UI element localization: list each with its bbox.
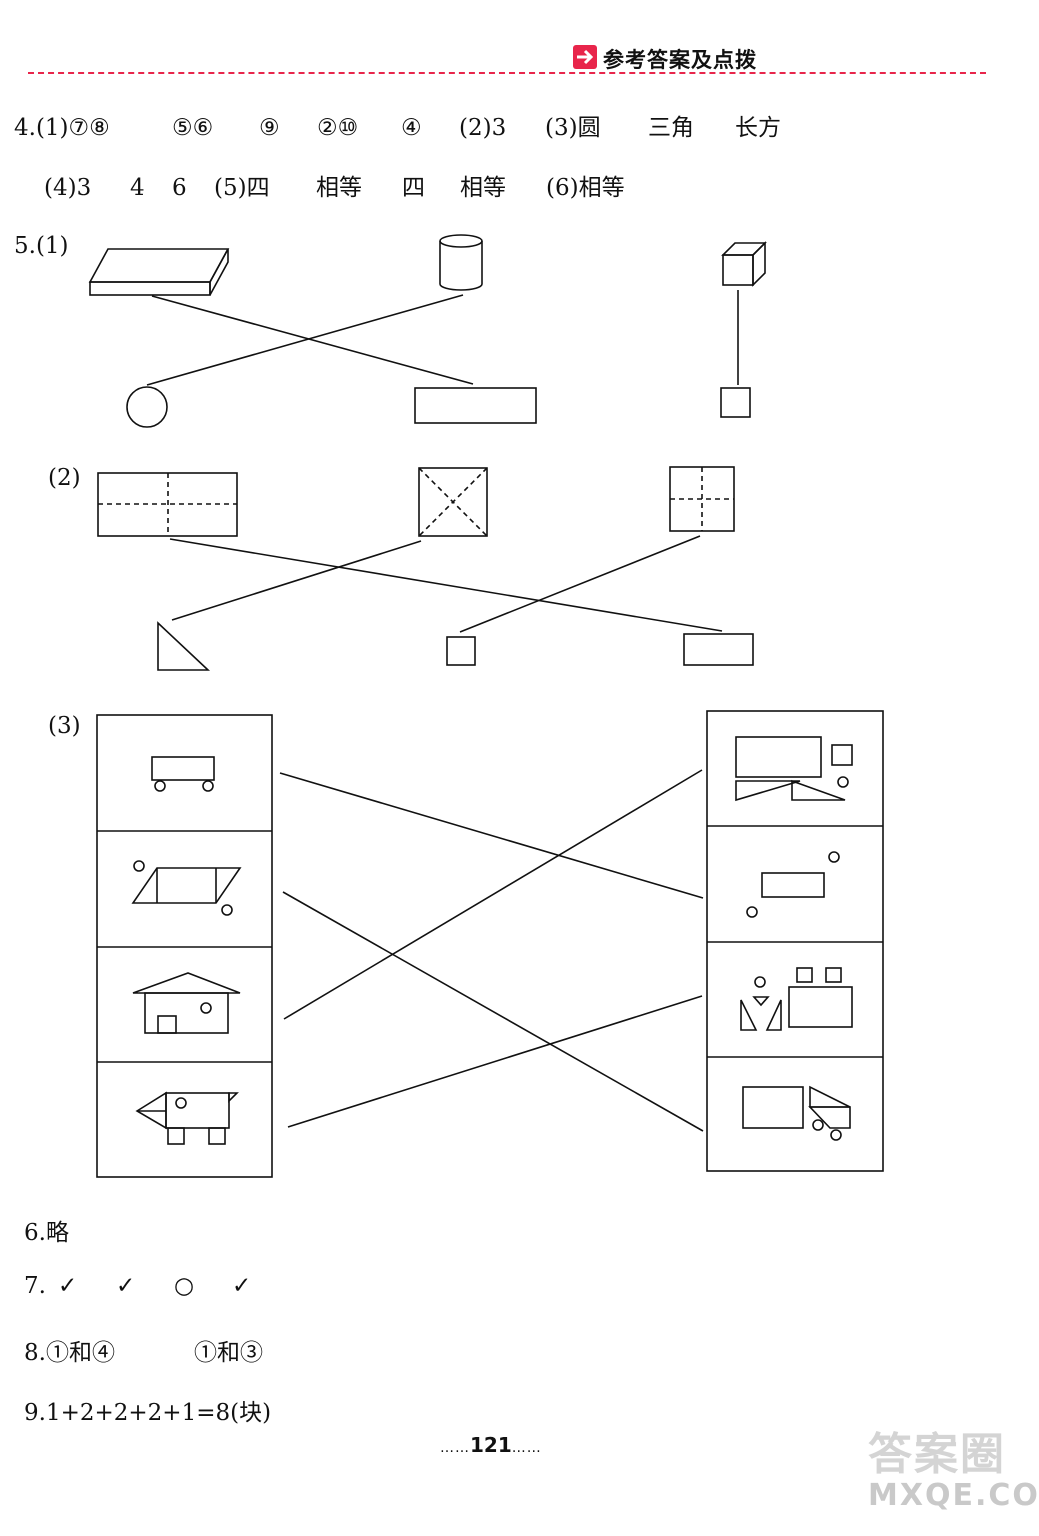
q9-answer: 9.1+2+2+2+1=8(块) <box>24 1400 272 1426</box>
small-square-shape <box>446 636 476 666</box>
watermark-site: MXQE.COM <box>868 1478 1039 1513</box>
small-rectangle-shape <box>683 633 754 666</box>
q4-item: 长方 <box>735 115 781 141</box>
parts-set-3 <box>740 967 853 1031</box>
parts-set-1 <box>735 736 853 802</box>
q6-answer: 6.略 <box>24 1220 69 1246</box>
q4-item: 相等 <box>316 175 362 201</box>
q4-item: ⑨ <box>259 115 280 141</box>
pig-picture <box>135 1091 239 1145</box>
q5-sub3-label: (3) <box>48 713 81 739</box>
cuboid-slab-figure <box>88 248 230 296</box>
q8-label: 8. <box>24 1340 46 1366</box>
q4-item: 相等 <box>460 175 506 201</box>
q4-item: (2)3 <box>459 115 507 141</box>
q7-mark: ✓ <box>58 1273 78 1299</box>
q4-item: (3)圆 <box>545 115 601 141</box>
q7-mark: ✓ <box>232 1273 252 1299</box>
q4-item: 四 <box>402 175 425 201</box>
q4-item: ⑤⑥ <box>172 115 214 141</box>
q4-item: 6 <box>172 175 187 201</box>
circle-shape <box>126 386 168 428</box>
cylinder-figure <box>439 234 483 291</box>
parts-set-2 <box>746 851 840 918</box>
q4-line-1: 4.(1)⑦⑧ ⑤⑥ ⑨ ②⑩ ④ (2)3 (3)圆 三角 长方 <box>14 108 781 142</box>
folded-square-cross-figure <box>669 466 735 532</box>
q5-label: 5.(1) <box>14 233 69 259</box>
header-title: 参考答案及点拨 <box>603 48 757 72</box>
q4-item: (5)四 <box>214 175 270 201</box>
house-picture <box>132 972 241 1034</box>
q7-mark: ○ <box>174 1273 195 1299</box>
q4-item: 4.(1)⑦⑧ <box>14 115 110 141</box>
q7-mark: ✓ <box>116 1273 136 1299</box>
left-picture-column <box>96 714 273 1178</box>
right-picture-column <box>706 710 884 1172</box>
q8-item: ①和④ <box>46 1340 115 1366</box>
watermark-logo: 答案圈 <box>868 1429 1006 1480</box>
parallelogram-picture <box>131 860 242 916</box>
square-shape <box>720 387 751 418</box>
triangle-shape <box>157 621 211 671</box>
cube-figure <box>721 241 767 287</box>
page-number-value: 121 <box>470 1433 512 1457</box>
parts-set-4 <box>742 1085 851 1141</box>
q4-item: 4 <box>130 175 145 201</box>
header-arrow-icon <box>573 45 597 69</box>
q8-item: ①和③ <box>194 1340 263 1366</box>
cart-picture <box>151 756 215 792</box>
q4-item: ②⑩ <box>317 115 359 141</box>
folded-square-diagonal-figure <box>418 467 488 537</box>
page-number: ……121…… <box>440 1433 542 1457</box>
q4-item: 三角 <box>648 115 694 141</box>
q7-label: 7. <box>24 1273 46 1299</box>
q5-sub2-label: (2) <box>48 465 81 491</box>
q4-item: (4)3 <box>44 175 92 201</box>
q8-answer: 8.①和④ ①和③ <box>24 1333 263 1367</box>
q4-item: (6)相等 <box>546 175 625 201</box>
folded-rectangle-figure <box>97 472 238 537</box>
q7-answer: 7. ✓ ✓ ○ ✓ <box>24 1273 251 1299</box>
rectangle-shape <box>414 387 537 424</box>
q4-line-2: (4)3 4 6 (5)四 相等 四 相等 (6)相等 <box>44 168 625 202</box>
q4-item: ④ <box>401 115 422 141</box>
header-divider <box>28 72 986 74</box>
